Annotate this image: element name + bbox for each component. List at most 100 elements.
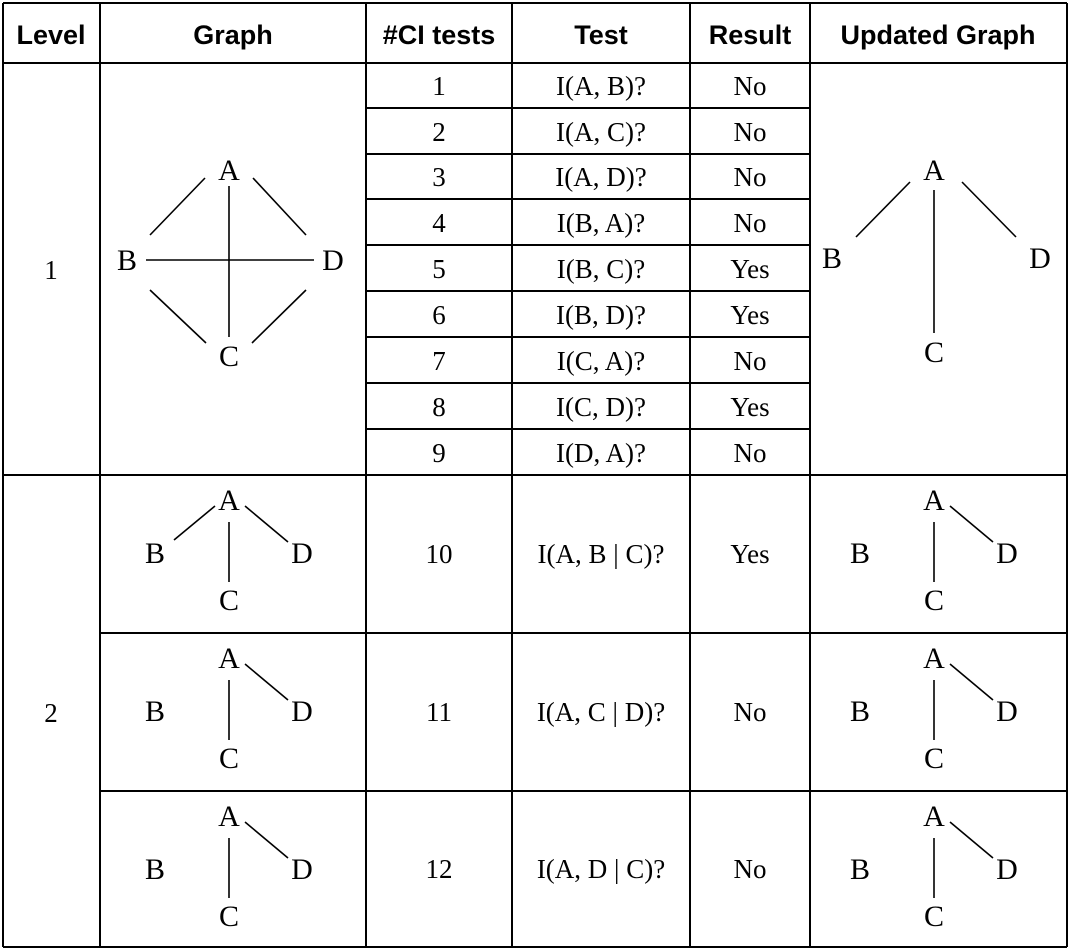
table-row: 12 I(A, D | C)? No: [426, 854, 767, 884]
node-b: B: [145, 853, 165, 886]
level-2-label: 2: [44, 698, 58, 728]
node-d: D: [291, 853, 313, 886]
test-expression: I(A, D | C)?: [537, 854, 665, 884]
test-result: No: [734, 71, 767, 101]
table-row: 5 I(B, C)? Yes: [432, 254, 769, 284]
header-level: Level: [16, 20, 85, 50]
test-number: 6: [432, 300, 446, 330]
test-expression: I(A, B)?: [556, 71, 646, 101]
table-row: 8 I(C, D)? Yes: [432, 392, 769, 422]
test-number: 3: [432, 162, 446, 192]
test-number: 5: [432, 254, 446, 284]
edge-a-b: [149, 177, 206, 236]
header-result: Result: [709, 20, 792, 50]
node-d: D: [322, 244, 344, 277]
test-expression: I(A, D)?: [555, 162, 646, 192]
node-c: C: [219, 900, 239, 933]
table-row: 2 I(A, C)? No: [432, 117, 766, 147]
test-expression: I(C, D)?: [556, 392, 646, 422]
edge-a-d: [244, 505, 289, 543]
table-row: 6 I(B, D)? Yes: [432, 300, 769, 330]
test-expression: I(B, D)?: [556, 300, 646, 330]
node-a: A: [923, 642, 945, 675]
test-result: Yes: [730, 392, 769, 422]
edge-c-d: [251, 289, 307, 344]
test-result: No: [734, 162, 767, 192]
header-test: Test: [574, 20, 628, 50]
test-result: No: [734, 438, 767, 468]
test-result: No: [734, 208, 767, 238]
header-graph: Graph: [193, 20, 273, 50]
node-a: A: [218, 154, 240, 187]
level-1-tests: 1 I(A, B)? No 2 I(A, C)? No 3 I(A, D)? N…: [432, 71, 769, 468]
node-d: D: [291, 537, 313, 570]
edge-a-d: [244, 663, 289, 701]
test-expression: I(C, A)?: [557, 346, 645, 376]
table-row: 10 I(A, B | C)? Yes: [426, 539, 770, 569]
node-a: A: [923, 800, 945, 833]
edge-a-d: [252, 177, 307, 236]
node-b: B: [850, 695, 870, 728]
level-1-graph: A B C D: [117, 154, 344, 373]
node-c: C: [219, 340, 239, 373]
edge-a-d: [949, 821, 994, 859]
test-result: No: [734, 117, 767, 147]
table-row: 4 I(B, A)? No: [432, 208, 766, 238]
test-12-graph: A B C D: [145, 800, 313, 933]
test-number: 10: [426, 539, 453, 569]
test-result: No: [734, 697, 767, 727]
table-row: 3 I(A, D)? No: [432, 162, 766, 192]
node-d: D: [1029, 242, 1051, 275]
node-a: A: [218, 800, 240, 833]
test-number: 11: [426, 697, 452, 727]
edge-a-d: [949, 505, 994, 543]
node-d: D: [291, 695, 313, 728]
edge-a-b: [855, 181, 911, 238]
node-b: B: [117, 244, 137, 277]
node-b: B: [145, 537, 165, 570]
node-c: C: [924, 336, 944, 369]
header-updated-graph: Updated Graph: [840, 20, 1035, 50]
test-number: 9: [432, 438, 446, 468]
test-expression: I(A, B | C)?: [538, 539, 665, 569]
edge-a-d: [244, 821, 289, 859]
test-10-graph: A B C D: [145, 484, 313, 617]
test-11-graph: A B C D: [145, 642, 313, 775]
test-number: 2: [432, 117, 446, 147]
edge-a-b: [173, 505, 216, 541]
test-result: Yes: [730, 539, 769, 569]
test-expression: I(B, A)?: [557, 208, 645, 238]
node-c: C: [924, 584, 944, 617]
node-a: A: [923, 484, 945, 517]
table-row: 11 I(A, C | D)? No: [426, 697, 767, 727]
test-number: 12: [426, 854, 453, 884]
level-1-label: 1: [44, 255, 58, 285]
test-expression: I(B, C)?: [557, 254, 645, 284]
node-d: D: [996, 537, 1018, 570]
test-number: 4: [432, 208, 446, 238]
node-a: A: [218, 484, 240, 517]
node-d: D: [996, 695, 1018, 728]
table-header: Level Graph #CI tests Test Result Update…: [16, 20, 1035, 50]
node-a: A: [923, 154, 945, 187]
node-b: B: [145, 695, 165, 728]
node-c: C: [924, 900, 944, 933]
test-expression: I(A, C)?: [556, 117, 646, 147]
node-d: D: [996, 853, 1018, 886]
node-a: A: [218, 642, 240, 675]
edge-a-d: [949, 663, 994, 701]
node-c: C: [219, 742, 239, 775]
node-c: C: [219, 584, 239, 617]
test-expression: I(D, A)?: [556, 438, 646, 468]
table-row: 1 I(A, B)? No: [432, 71, 766, 101]
table-row: 7 I(C, A)? No: [432, 346, 766, 376]
table-row: 9 I(D, A)? No: [432, 438, 766, 468]
level-2-tests: 10 I(A, B | C)? Yes 11 I(A, C | D)? No 1…: [426, 539, 770, 884]
header-ci-tests: #CI tests: [383, 20, 496, 50]
test-number: 8: [432, 392, 446, 422]
